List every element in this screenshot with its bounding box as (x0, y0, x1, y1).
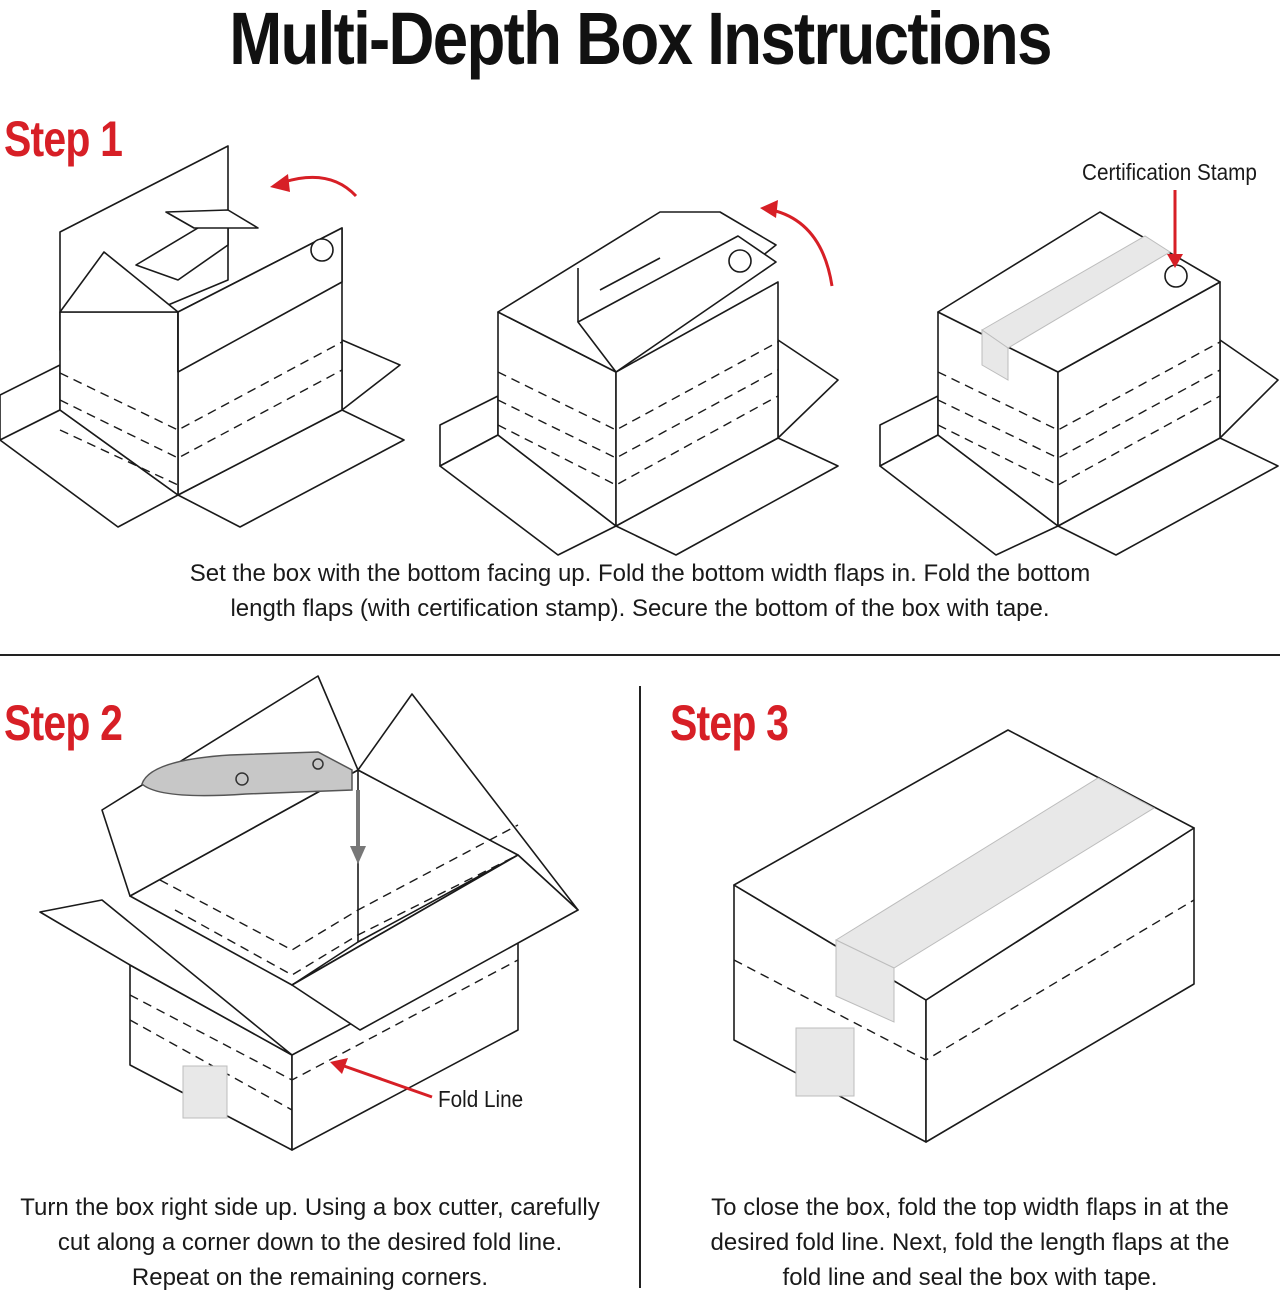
step-1-box-flaps-open (0, 145, 405, 528)
step-1-caption-line-1: Set the box with the bottom facing up. F… (189, 560, 1091, 587)
section-divider (0, 654, 1280, 656)
step-1-label: Step 1 (4, 111, 123, 167)
fold-line-callout: Fold Line (438, 1086, 524, 1112)
step-2-caption: Turn the box right side up. Using a box … (0, 1190, 620, 1295)
step-3-caption-line-2: desired fold line. Next, fold the length… (710, 1229, 1230, 1256)
step-2-label: Step 2 (4, 695, 123, 751)
step-3-caption-line-1: To close the box, fold the top width fla… (711, 1194, 1229, 1221)
step-2-caption-line-2: cut along a corner down to the desired f… (57, 1229, 563, 1256)
step-1-box-taped (879, 190, 1279, 556)
step-3-caption-line-3: fold line and seal the box with tape. (782, 1264, 1158, 1291)
step-3-caption: To close the box, fold the top width fla… (660, 1190, 1280, 1295)
page-title: Multi-Depth Box Instructions (229, 0, 1052, 80)
column-divider (639, 686, 641, 1288)
step-1-box-width-flaps-in (439, 200, 839, 556)
step-3-label: Step 3 (670, 695, 789, 751)
certification-stamp-callout: Certification Stamp (1082, 159, 1257, 185)
step-2-open-box (39, 675, 579, 1151)
step-2-caption-line-1: Turn the box right side up. Using a box … (20, 1194, 600, 1221)
step-2-caption-line-3: Repeat on the remaining corners. (131, 1264, 489, 1291)
step-3-closed-box (733, 729, 1195, 1143)
step-1-caption: Set the box with the bottom facing up. F… (0, 556, 1280, 626)
step-1-caption-line-2: length flaps (with certification stamp).… (230, 595, 1050, 622)
